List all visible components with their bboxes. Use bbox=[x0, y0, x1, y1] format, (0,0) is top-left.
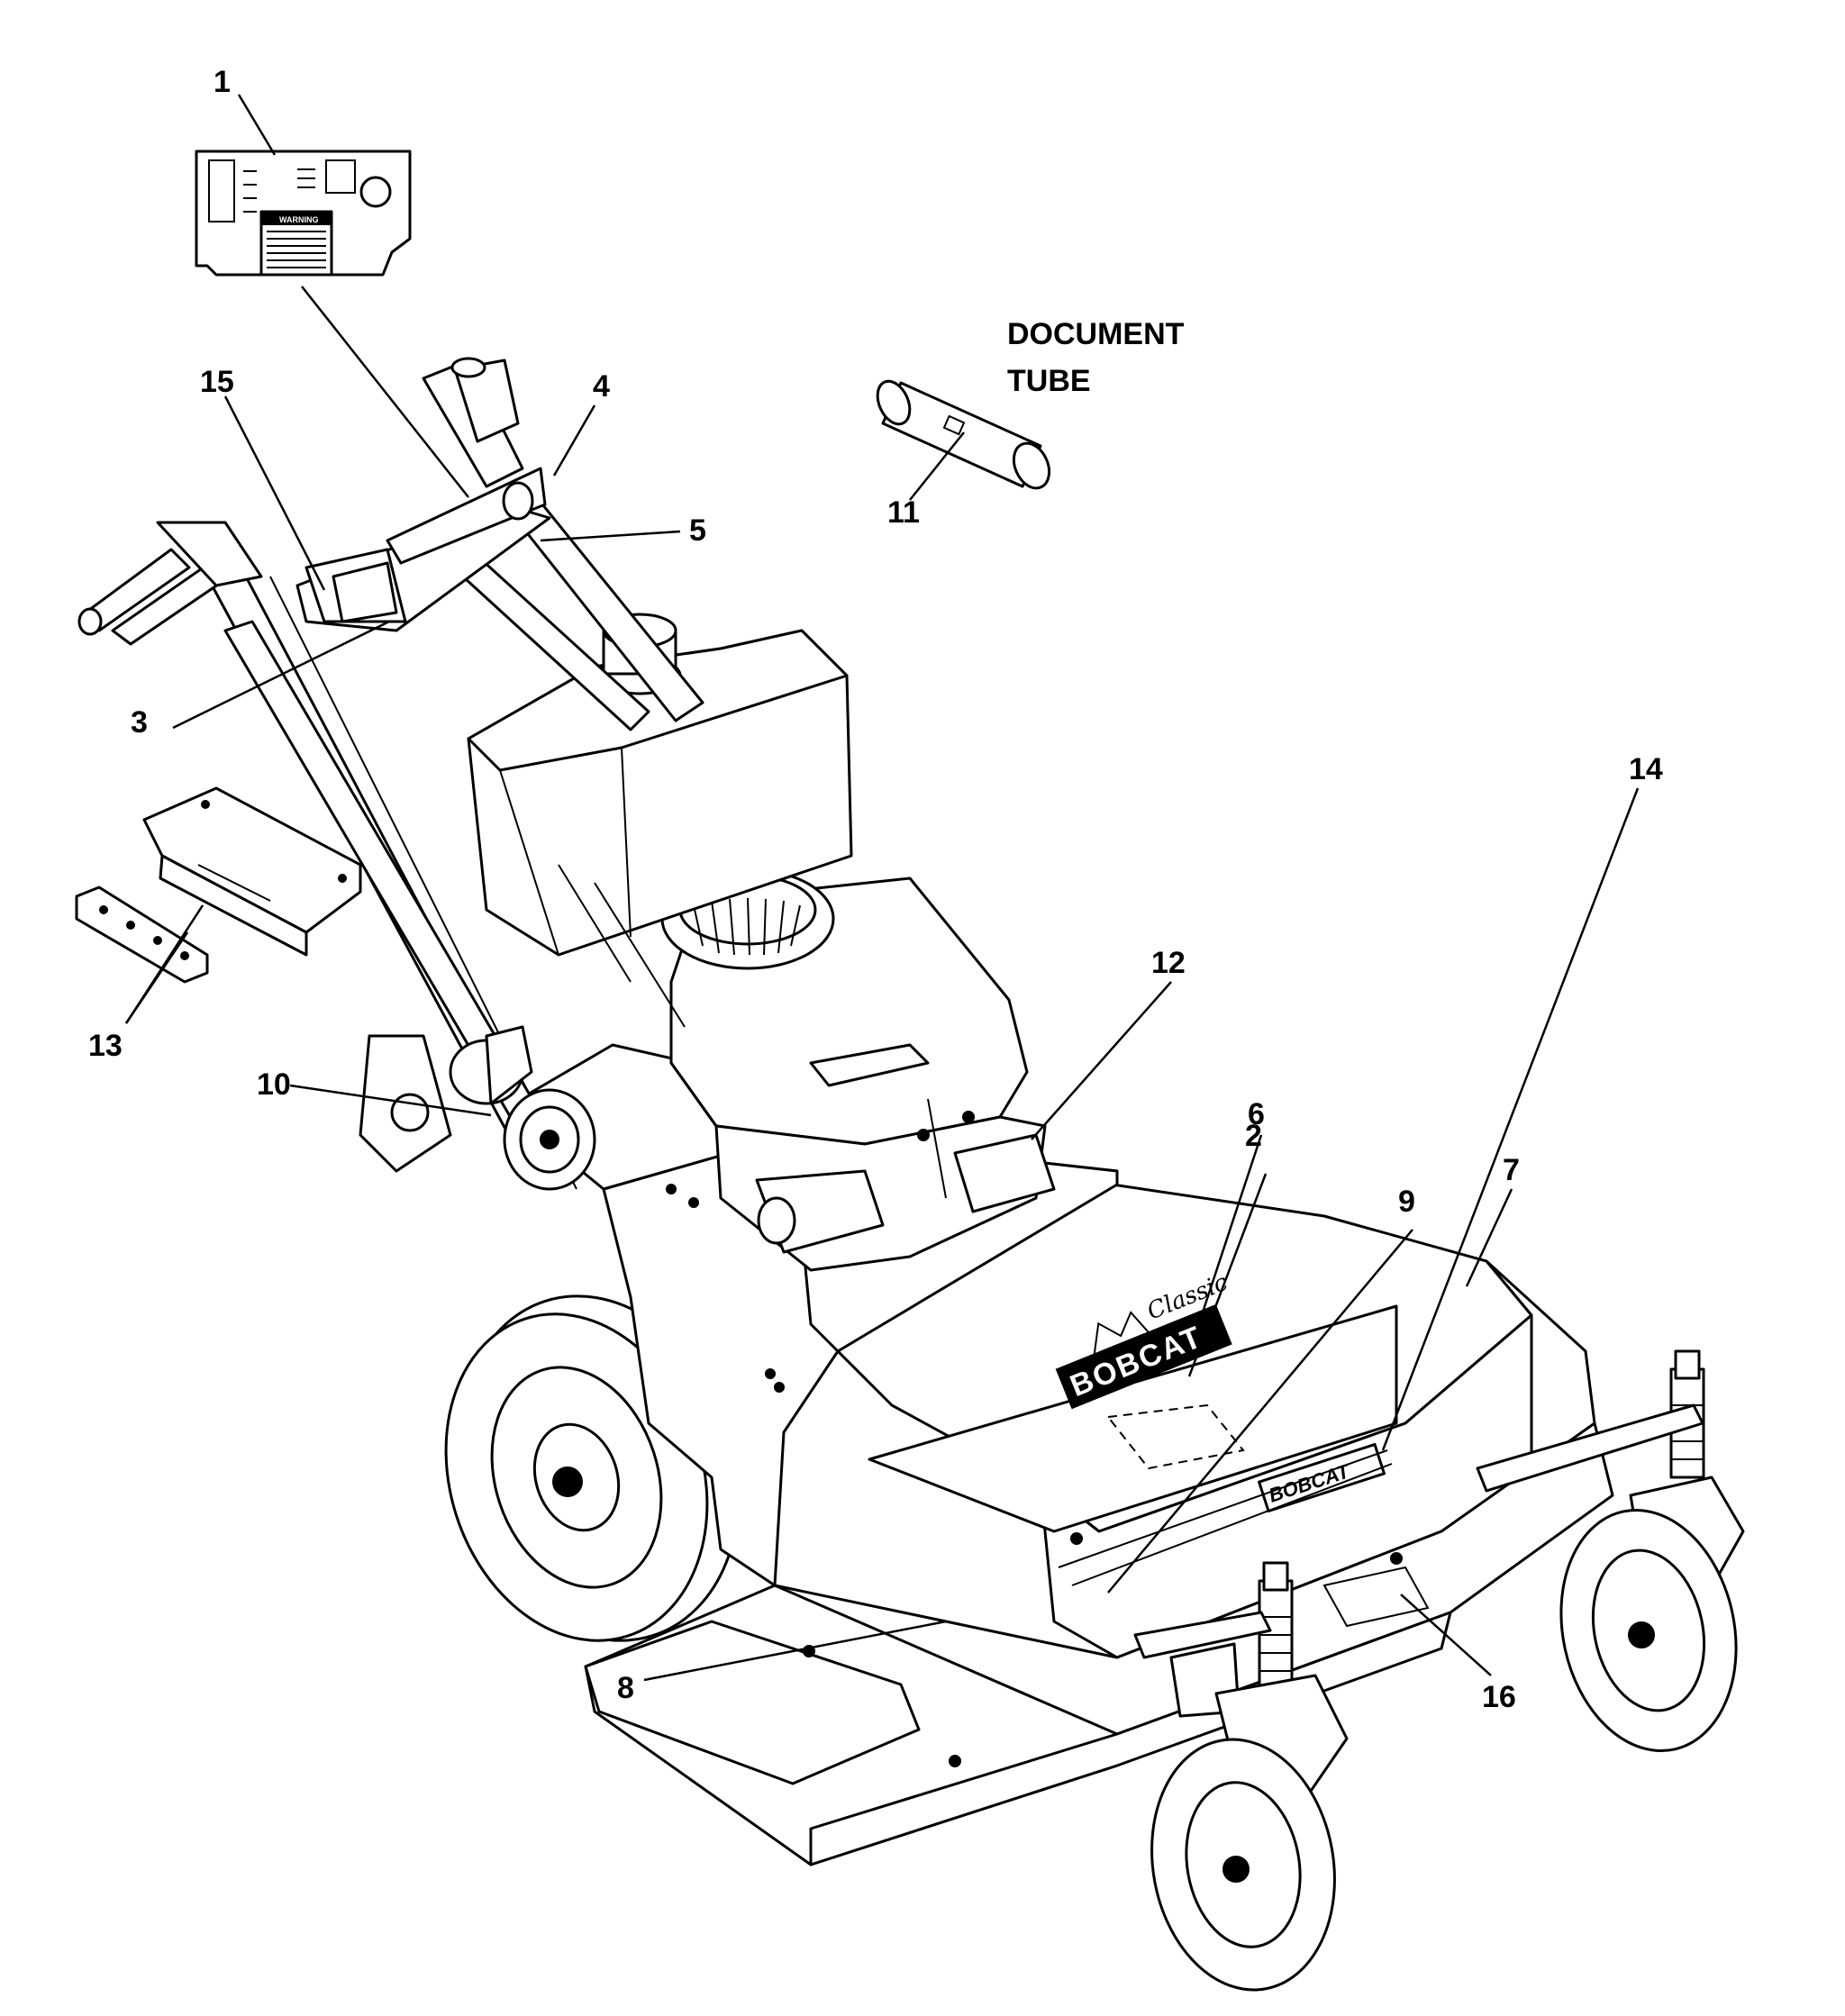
right-front-caster bbox=[1476, 1349, 1745, 1753]
control-decal-panel: WARNING bbox=[195, 150, 412, 277]
callout-14: 14 bbox=[1629, 752, 1663, 786]
callout-13: 13 bbox=[88, 1029, 123, 1063]
callout-1: 1 bbox=[214, 65, 231, 99]
warning-heading: WARNING bbox=[279, 215, 319, 224]
mower-deck: BOBCAT Classic BOBCAT bbox=[584, 1183, 1614, 1866]
document-tube-caption-line1: DOCUMENT bbox=[1007, 317, 1185, 351]
callout-6: 6 bbox=[1248, 1097, 1265, 1131]
callout-9: 9 bbox=[1398, 1185, 1415, 1219]
handle-assembly bbox=[77, 357, 704, 1190]
left-front-caster bbox=[1133, 1561, 1349, 1992]
callout-5: 5 bbox=[689, 513, 706, 548]
callout-8: 8 bbox=[617, 1671, 634, 1705]
callout-numbers: 1 2 3 4 5 6 7 8 9 10 11 12 13 14 15 16 bbox=[88, 65, 1663, 1714]
callout-10: 10 bbox=[257, 1067, 291, 1102]
callout-12: 12 bbox=[1151, 946, 1186, 980]
callout-7: 7 bbox=[1503, 1153, 1520, 1187]
drive-pulley bbox=[449, 1025, 596, 1191]
callout-16: 16 bbox=[1482, 1680, 1516, 1714]
callout-2: 2 bbox=[1245, 1119, 1262, 1153]
callout-3: 3 bbox=[131, 705, 148, 740]
callout-11: 11 bbox=[887, 495, 920, 530]
callout-4: 4 bbox=[593, 369, 610, 404]
shield-bracket bbox=[75, 786, 362, 984]
document-tube-caption: DOCUMENT TUBE bbox=[1007, 317, 1185, 398]
callout-15: 15 bbox=[200, 365, 234, 399]
document-tube-caption-line2: TUBE bbox=[1007, 364, 1091, 398]
leader-lines bbox=[124, 94, 1640, 1682]
